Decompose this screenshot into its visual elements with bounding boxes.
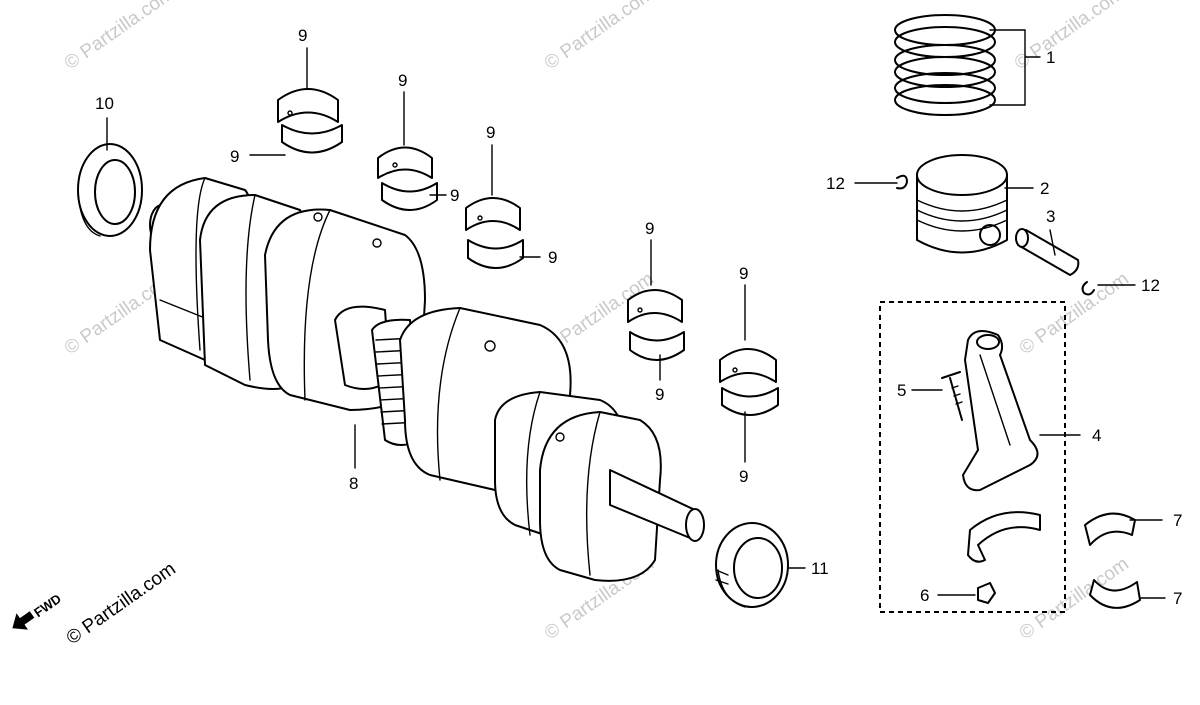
bearing-pair-2 [377, 146, 438, 211]
bearing-pair-1 [277, 88, 343, 154]
rod-bolt [941, 371, 963, 421]
forward-label: FWD [31, 591, 64, 620]
callout-9: 9 [450, 186, 459, 205]
callout-7: 7 [1173, 511, 1182, 530]
connecting-rod-assembly [879, 301, 1066, 613]
callout-8: 8 [349, 474, 358, 493]
callout-12: 12 [826, 174, 845, 193]
rod-bearing-lower [1089, 579, 1141, 609]
callout-3: 3 [1046, 207, 1055, 226]
callout-10: 10 [95, 94, 114, 113]
rod-cap [967, 511, 1041, 563]
rod-nut [977, 582, 996, 604]
rod-bearing-upper [1084, 512, 1136, 546]
main-bearing-shells [277, 88, 779, 416]
bearing-pair-4 [627, 289, 685, 361]
piston-ring-set [894, 14, 996, 116]
callout-6: 6 [920, 586, 929, 605]
callout-4: 4 [1092, 426, 1101, 445]
piston-pin-clip-right [1081, 281, 1095, 296]
copyright-credit: © Partzilla.com [63, 558, 180, 649]
callout-9: 9 [739, 467, 748, 486]
forward-arrow-icon [12, 611, 35, 630]
callout-9: 9 [645, 219, 654, 238]
piston-pin-clip-left [896, 174, 908, 190]
bearing-pair-5 [719, 348, 779, 416]
oil-seal-front [77, 143, 143, 237]
callout-9: 9 [655, 385, 664, 404]
callout-9: 9 [398, 71, 407, 90]
callout-12: 12 [1141, 276, 1160, 295]
crankshaft [149, 177, 705, 582]
callout-9: 9 [298, 26, 307, 45]
bearing-pair-3 [465, 197, 524, 269]
callout-9: 9 [230, 147, 239, 166]
piston [916, 154, 1008, 254]
callout-labels: 1 2 3 4 5 6 7 7 8 9 9 9 9 9 9 9 9 9 9 10… [95, 26, 1182, 608]
callout-1: 1 [1046, 48, 1055, 67]
oil-seal-rear [715, 522, 789, 608]
watermark: © Partzilla.com [1016, 268, 1133, 359]
callout-9: 9 [548, 248, 557, 267]
leader-lines [106, 29, 1166, 599]
callout-7: 7 [1173, 589, 1182, 608]
watermark: © Partzilla.com [541, 0, 658, 74]
callout-11: 11 [811, 559, 829, 578]
callout-9: 9 [486, 123, 495, 142]
piston-pin [1015, 228, 1080, 276]
watermark: © Partzilla.com [61, 0, 178, 74]
callout-9: 9 [739, 264, 748, 283]
watermark: © Partzilla.com [1011, 0, 1128, 74]
callout-5: 5 [897, 381, 906, 400]
callout-2: 2 [1040, 179, 1049, 198]
forward-direction-indicator: FWD [12, 591, 64, 630]
